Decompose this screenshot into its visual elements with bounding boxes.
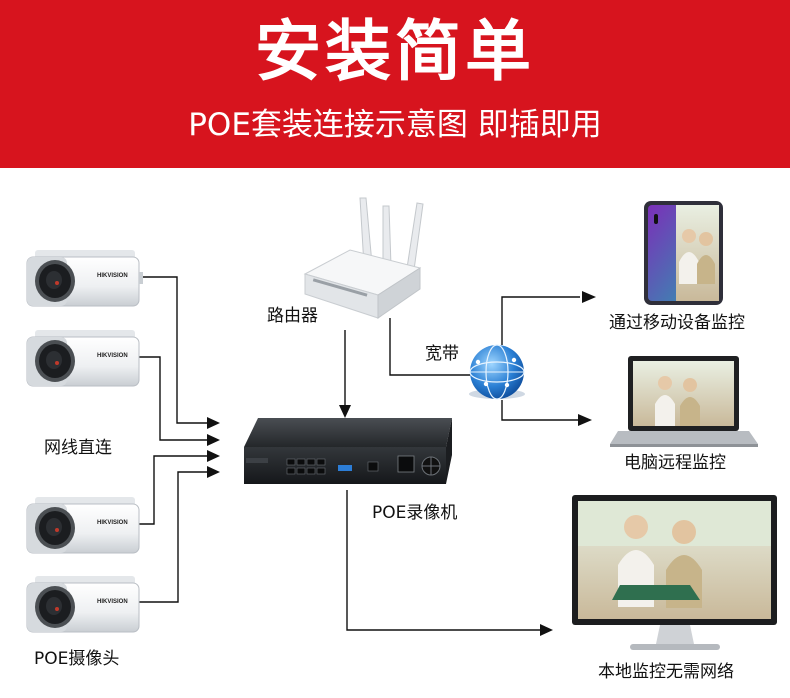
banner-title: 安装简单 <box>255 13 535 90</box>
camera-brand-text: HIKVISION <box>97 273 128 279</box>
camera-brand-text: HIKVISION <box>97 520 128 526</box>
broadband-label: 宽带 <box>425 344 459 364</box>
camera-brand-text: HIKVISION <box>97 599 128 605</box>
camera-brand-text: HIKVISION <box>97 353 128 359</box>
connection-lines <box>137 276 580 631</box>
bullet-camera: HIKVISION <box>26 330 140 387</box>
bullet-camera: HIKVISION <box>26 576 140 633</box>
router-icon <box>303 197 424 319</box>
monitor-icon <box>572 495 777 650</box>
poe-camera-label: POE摄像头 <box>34 649 120 669</box>
title-banner: 安装简单 POE套装连接示意图 即插即用 <box>0 0 790 168</box>
arrow-heads <box>207 291 596 636</box>
laptop-icon <box>610 356 758 447</box>
bullet-camera: HIKVISION <box>26 497 140 554</box>
local-monitoring-label: 本地监控无需网络 <box>598 662 734 682</box>
bullet-camera: HIKVISION <box>26 250 143 307</box>
nvr-label: POE录像机 <box>372 503 458 523</box>
pc-remote-monitoring-label: 电脑远程监控 <box>624 453 726 473</box>
banner-subtitle: POE套装连接示意图 即插即用 <box>188 107 602 143</box>
network-direct-label: 网线直连 <box>44 438 112 458</box>
nvr-recorder-icon <box>244 418 452 484</box>
smartphone-icon <box>644 201 723 305</box>
router-label: 路由器 <box>267 306 318 326</box>
mobile-monitoring-label: 通过移动设备监控 <box>609 313 745 333</box>
globe-icon <box>469 344 525 400</box>
